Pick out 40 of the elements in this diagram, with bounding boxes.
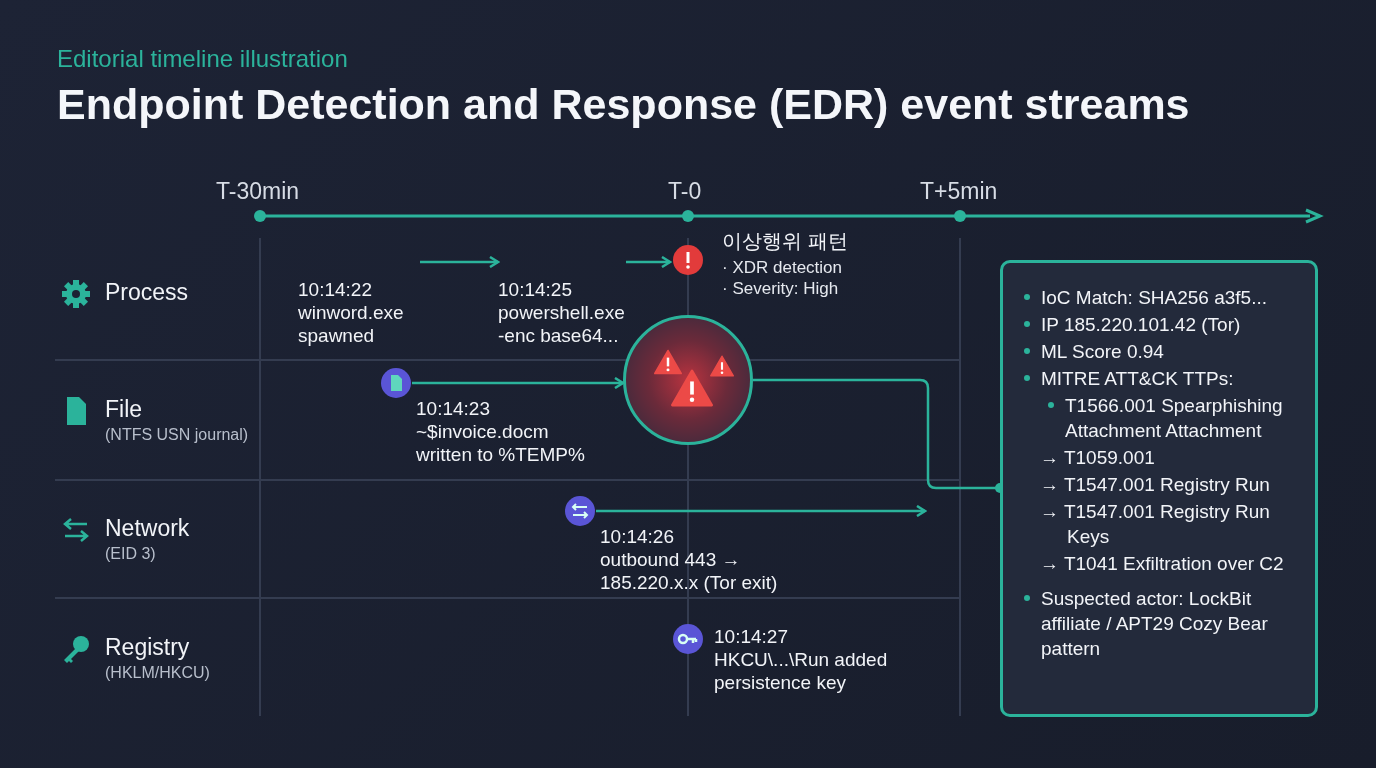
panel-text: IP 185.220.101.42 (Tor) [1041,313,1242,337]
event-description: outbound 443 → 185.220.x.x (Tor exit) [600,548,779,594]
lane-title: Network [105,514,190,542]
event-description: ~$invoice.docm written to %TEMP% [416,420,586,466]
lane-source: (EID 3) [105,544,156,564]
arrow [412,376,625,390]
alert-detail: · XDR detection [722,258,842,278]
event-time: 10:14:26 [600,525,674,548]
lane-source: (NTFS USN journal) [105,425,249,445]
event-time: 10:14:25 [498,278,572,301]
event-description: powershell.exe -enc base64... [498,301,626,347]
event-time: 10:14:27 [714,625,788,648]
panel-text: → T1059.001 [1040,446,1156,470]
event-time: 10:14:22 [298,278,372,301]
info-panel [1000,260,1318,717]
panel-text: MITRE ATT&CK TTPs: [1041,367,1235,391]
panel-text: → T1547.001 Registry Run [1040,473,1271,497]
alert-title: 이상행위 패턴 [722,230,848,253]
event-description: winword.exe spawned [298,301,405,347]
time-marker-label: T-0 [668,178,702,205]
arrow [420,255,500,269]
subtitle: Editorial timeline illustration [57,45,348,73]
time-marker-label: T+5min [920,178,998,205]
panel-text: Suspected actor: LockBit affiliate / APT29 Cozy Bear pattern [1041,587,1269,661]
panel-text: → T1547.001 Registry Run Keys [1040,500,1271,549]
panel-text: ML Score 0.94 [1041,340,1165,364]
alert-detail: · Severity: High [722,279,839,299]
panel-text: → T1041 Exfiltration over C2 [1040,552,1285,576]
panel-text: T1566.001 Spearphishing Attachment Attachment [1065,394,1284,443]
lane-source: (HKLM/HKCU) [105,663,210,683]
time-marker-label: T-30min [216,178,300,205]
lane-title: Registry [105,633,190,661]
arrow [596,504,927,518]
lane-title: File [105,395,143,423]
title: Endpoint Detection and Response (EDR) event streams [57,80,1190,129]
lane-title: Process [105,278,189,306]
event-time: 10:14:23 [416,397,490,420]
arrow [626,255,672,269]
panel-text: IoC Match: SHA256 a3f5... [1041,286,1268,310]
event-description: HKCU\...\Run added persistence key [714,648,889,694]
